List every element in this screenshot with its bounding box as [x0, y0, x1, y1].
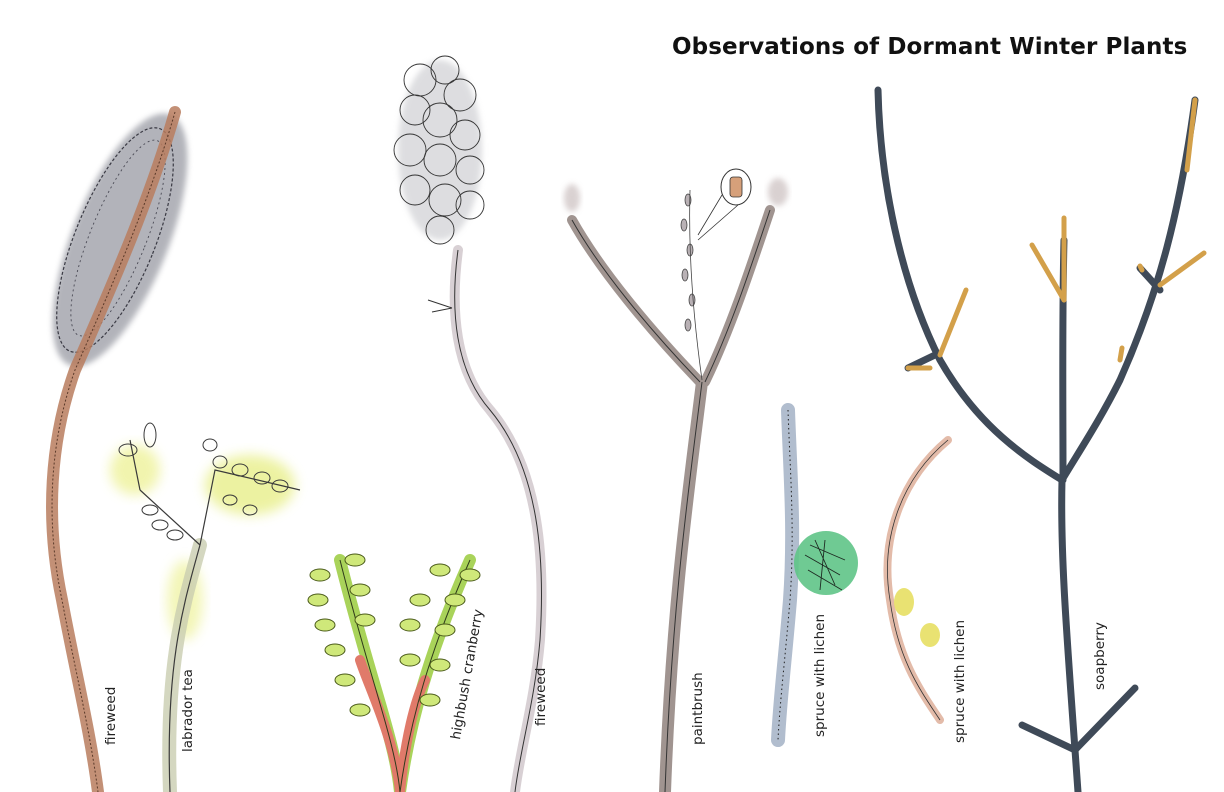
spruce-with-lichen-drawing-2 [883, 436, 952, 724]
paintbrush-drawing [564, 168, 788, 792]
labrador-tea-drawing [110, 422, 301, 792]
fireweed-drawing-2 [393, 55, 547, 792]
soapberry-drawing [874, 86, 1207, 792]
page-title: Observations of Dormant Winter Plants [672, 34, 1188, 60]
label-fireweed-2: fireweed [533, 667, 549, 726]
label-labrador-tea: labrador tea [180, 669, 196, 752]
fireweed-drawing-1 [46, 106, 188, 792]
label-fireweed-1: fireweed [103, 686, 119, 745]
highbush-cranberry-drawing [307, 553, 481, 792]
label-soapberry: soapberry [1092, 622, 1108, 690]
label-spruce-with-lichen-2: spruce with lichen [952, 619, 968, 743]
label-spruce-with-lichen-1: spruce with lichen [812, 613, 828, 737]
spruce-with-lichen-drawing-1 [771, 403, 858, 747]
label-paintbrush: paintbrush [690, 672, 706, 745]
